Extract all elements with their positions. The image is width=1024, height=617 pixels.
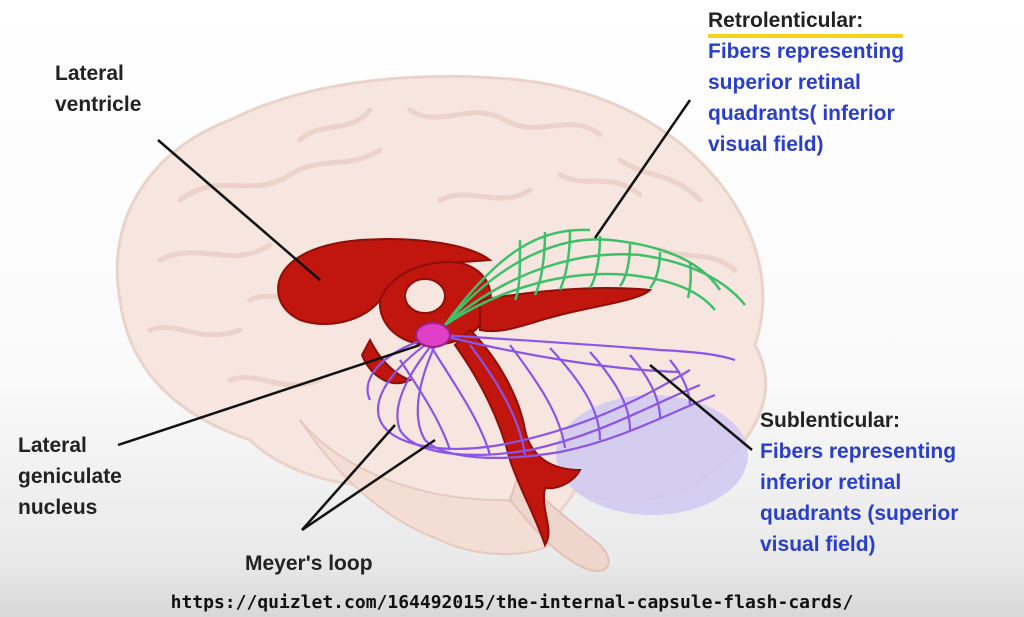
meyers-loop-label: Meyer's loop xyxy=(245,552,373,575)
cerebellum xyxy=(556,395,748,515)
label-line: nucleus xyxy=(18,496,98,519)
ventricle-hole xyxy=(404,278,446,314)
lateral-geniculate-nucleus xyxy=(415,322,451,348)
title-highlight xyxy=(708,34,903,38)
label-line: quadrants( inferior xyxy=(708,102,895,125)
sublenticular-title: Sublenticular: xyxy=(760,409,901,432)
label-line: visual field) xyxy=(708,133,824,156)
label-line: Fibers representing xyxy=(708,40,905,63)
retrolenticular-title: Retrolenticular: xyxy=(708,9,864,32)
label-line: geniculate xyxy=(18,465,122,488)
pointer-retrolenticular xyxy=(593,99,692,239)
pointer-sublenticular xyxy=(649,364,753,451)
label-line: quadrants (superior xyxy=(760,502,959,525)
pointer-lines xyxy=(117,99,753,532)
pointer-meyers-loop-a xyxy=(301,424,396,531)
pointer-lateral-ventricle xyxy=(157,139,321,281)
label-line: Lateral xyxy=(55,62,124,85)
source-url: https://quizlet.com/164492015/the-intern… xyxy=(170,592,854,613)
retrolenticular-label: Retrolenticular: Fibers representing sup… xyxy=(708,5,904,160)
sublenticular-label: Sublenticular: Fibers representing infer… xyxy=(760,405,958,560)
label-line: superior retinal xyxy=(708,71,861,94)
pointer-lgn xyxy=(117,343,421,447)
label-line: visual field) xyxy=(760,533,876,556)
label-line: ventricle xyxy=(55,93,142,116)
lgn-label: Lateral geniculate nucleus xyxy=(18,430,122,523)
label-line: Lateral xyxy=(18,434,87,457)
label-line: Fibers representing xyxy=(760,440,957,463)
label-line: inferior retinal xyxy=(760,471,902,494)
lateral-ventricle-label: Lateral ventricle xyxy=(55,58,141,120)
pointer-meyers-loop-b xyxy=(301,438,436,532)
retrolenticular-fibers xyxy=(443,228,746,327)
